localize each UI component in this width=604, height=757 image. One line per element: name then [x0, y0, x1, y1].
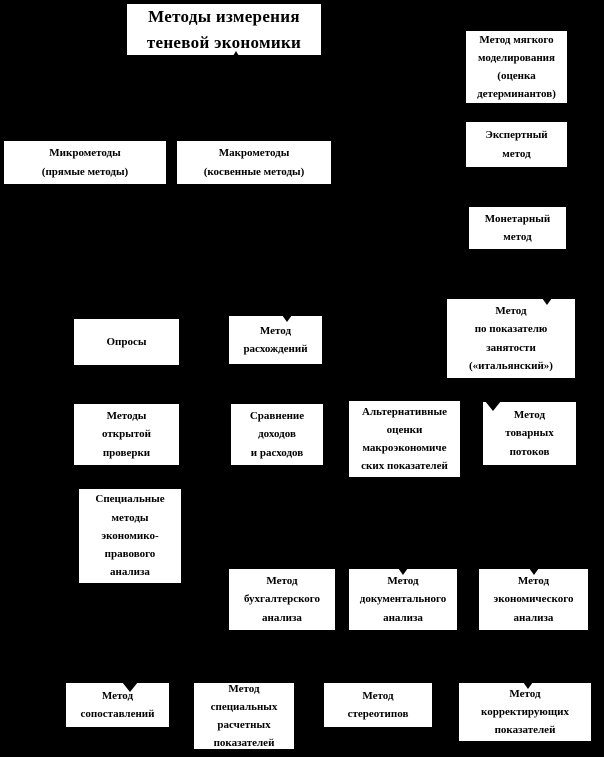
box-special-calculated-indicators-method: Метод специальных расчетных показателей: [193, 682, 295, 750]
box-micro-methods: Микрометоды (прямые методы): [3, 140, 167, 185]
box-monetary-method: Монетарный метод: [468, 206, 567, 250]
box-alternative-estimates: Альтернативные оценки макроэкономиче ски…: [348, 400, 461, 478]
connector-arrowhead-icon: [398, 568, 408, 575]
connector-arrowhead-icon: [232, 51, 239, 56]
box-title: Методы измерения теневой экономики: [126, 3, 322, 56]
connector-arrowhead-icon: [485, 401, 501, 411]
connector-arrowhead-icon: [281, 315, 292, 322]
box-economic-analysis-method: Метод экономического анализа: [478, 568, 589, 631]
connector-arrowhead-icon: [121, 682, 138, 692]
box-macro-methods: Макрометоды (косвенные методы): [176, 140, 332, 185]
box-special-legal-methods: Специальные методы экономико- правового …: [78, 488, 182, 584]
box-documentary-analysis-method: Метод документального анализа: [348, 568, 458, 631]
box-stereotypes-method: Метод стереотипов: [323, 682, 433, 728]
box-surveys: Опросы: [73, 318, 180, 366]
connector-arrowhead-icon: [528, 568, 539, 575]
box-accounting-analysis-method: Метод бухгалтерского анализа: [228, 568, 336, 631]
box-correcting-indicators-method: Метод корректирующих показателей: [458, 682, 592, 742]
box-open-check-methods: Методы открытой проверки: [73, 403, 180, 466]
box-employment-indicator-method: Метод по показателю занятости («итальянс…: [446, 298, 576, 379]
box-soft-modeling-method: Метод мягкого моделирования (оценка дете…: [465, 30, 568, 104]
box-discrepancy-method: Метод расхождений: [228, 315, 323, 365]
box-income-expense-comparison: Сравнение доходов и расходов: [230, 403, 324, 466]
box-comparison-method: Метод сопоставлений: [65, 682, 170, 728]
connector-arrowhead-icon: [522, 682, 533, 689]
box-expert-method: Экспертный метод: [465, 121, 568, 168]
box-commodity-flows-method: Метод товарных потоков: [482, 401, 577, 466]
connector-arrowhead-icon: [541, 298, 552, 305]
